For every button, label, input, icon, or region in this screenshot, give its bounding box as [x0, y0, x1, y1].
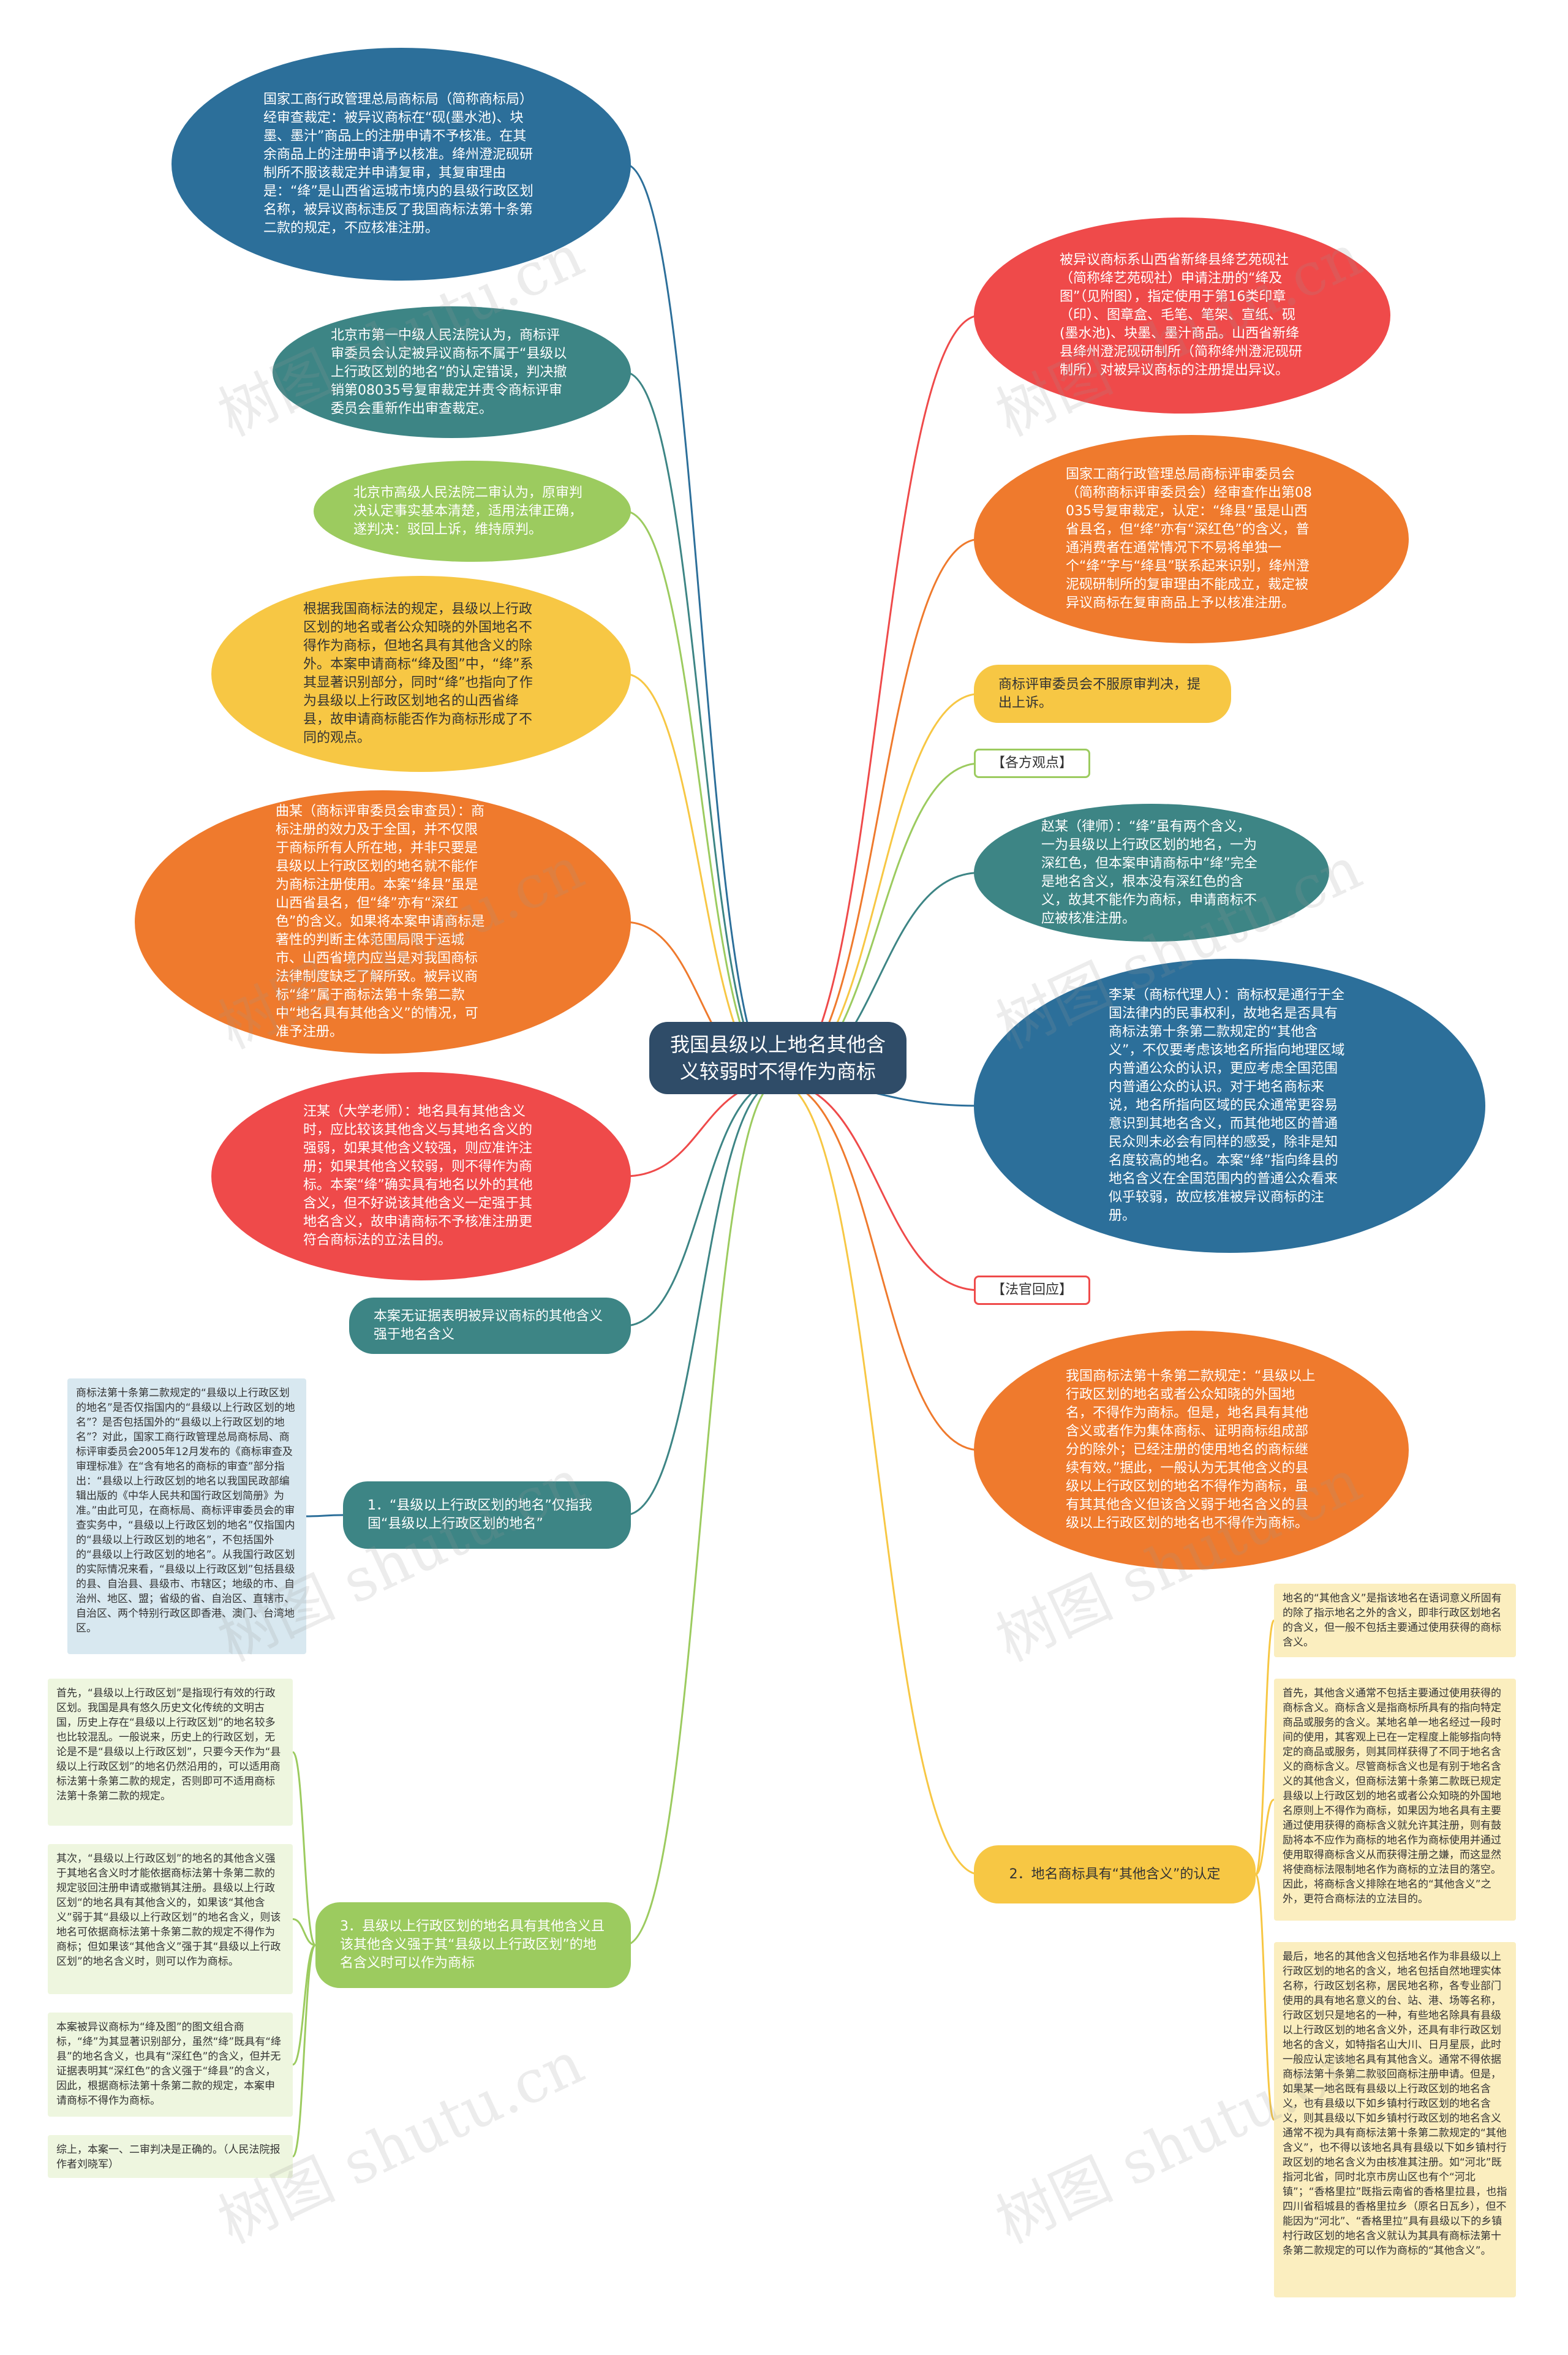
right-node-1[interactable]: 国家工商行政管理总局商标评审委员会（简称商标评审委员会）经审查作出第08035号… [974, 435, 1409, 643]
link-leaf-right-2 [1254, 1873, 1275, 2121]
left-node-0[interactable]: 国家工商行政管理总局商标局（简称商标局）经审查裁定：被异议商标在“砚(墨水池)、… [172, 48, 631, 281]
leaf-left-3: 本案被异议商标为“绛及图”的图文组合商标，“绛”为其显著识别部分，虽然“绛”既具… [48, 2013, 293, 2117]
left-node-6[interactable]: 本案无证据表明被异议商标的其他含义强于地名含义 [349, 1298, 631, 1354]
left-node-5[interactable]: 汪某（大学老师）：地名具有其他含义时，应比较该其他含义与其地名含义的强弱，如果其… [211, 1072, 631, 1280]
right-node-5[interactable]: 李某（商标代理人）：商标权是通行于全国法律内的民事权利，故地名是否具有商标法第十… [974, 959, 1485, 1253]
left-node-3[interactable]: 根据我国商标法的规定，县级以上行政区划的地名或者公众知晓的外国地名不得作为商标，… [211, 576, 631, 772]
tag-judge-response[interactable]: 【法官回应】 [974, 1276, 1090, 1305]
left-node-4[interactable]: 曲某（商标评审委员会审查员）：商标注册的效力及于全国，并不仅限于商标所有人所在地… [135, 790, 631, 1054]
link-right-6 [777, 1081, 981, 1291]
link-right-1 [777, 538, 981, 1083]
link-leaf-left-2 [292, 1918, 316, 1946]
leaf-left-2: 其次，“县级以上行政区划”的地名的其他含义强于其地名含义时才能依据商标法第十条第… [48, 1844, 293, 1994]
tag-viewpoints[interactable]: 【各方观点】 [974, 749, 1090, 778]
link-leaf-left-0 [306, 1514, 344, 1518]
right-node-8[interactable]: 2．地名商标具有“其他含义”的认定 [974, 1845, 1256, 1903]
link-leaf-right-0 [1254, 1619, 1275, 1875]
link-right-0 [777, 314, 981, 1083]
center-topic[interactable]: 我国县级以上地名其他含义较弱时不得作为商标 [649, 1022, 907, 1094]
link-leaf-right-1 [1255, 1799, 1275, 1875]
leaf-right-2: 最后，地名的其他含义包括地名作为非县级以上行政区划的地名的含义，地名包括自然地理… [1274, 1942, 1516, 2297]
link-left-8 [624, 1081, 778, 1946]
link-leaf-left-1 [292, 1751, 317, 1946]
right-node-2[interactable]: 商标评审委员会不服原审判决，提出上诉。 [974, 665, 1231, 723]
leaf-left-1: 首先，“县级以上行政区划”是指现行有效的行政区划。我国是具有悠久历史文化传统的文… [48, 1679, 293, 1826]
right-node-7[interactable]: 我国商标法第十条第二款规定：“县级以上行政区划的地名或者公众知晓的外国地名，不得… [974, 1331, 1409, 1570]
left-node-1[interactable]: 北京市第一中级人民法院认为，商标评审委员会认定被异议商标不属于“县级以上行政区划… [273, 306, 631, 438]
link-left-0 [624, 163, 778, 1083]
leaf-right-1: 首先，其他含义通常不包括主要通过使用获得的商标含义。商标含义是指商标所具有的指向… [1274, 1679, 1516, 1921]
link-left-7 [624, 1081, 778, 1516]
link-left-1 [624, 371, 778, 1083]
leaf-left-4: 综上，本案一、二审判决是正确的。（人民法院报作者刘晓军） [48, 2135, 293, 2178]
link-left-6 [624, 1081, 778, 1327]
left-node-2[interactable]: 北京市高级人民法院二审认为，原审判决认定事实基本清楚，适用法律正确，遂判决：驳回… [314, 461, 631, 562]
left-node-8[interactable]: 3．县级以上行政区划的地名具有其他含义且该其他含义强于其“县级以上行政区划”的地… [315, 1902, 631, 1988]
leaf-right-0: 地名的“其他含义”是指该地名在语词意义所固有的除了指示地名之外的含义，即非行政区… [1274, 1584, 1516, 1657]
left-node-7[interactable]: 1．“县级以上行政区划的地名”仅指我国“县级以上行政区划的地名” [343, 1481, 631, 1549]
link-right-8 [777, 1081, 981, 1875]
right-node-0[interactable]: 被异议商标系山西省新绛县绛艺苑砚社（简称绛艺苑砚社）申请注册的“绛及图”（见附图… [974, 217, 1390, 414]
link-right-7 [777, 1081, 981, 1451]
link-leaf-left-4 [292, 1944, 317, 2158]
link-left-2 [624, 510, 778, 1083]
right-node-4[interactable]: 赵某（律师）：“绛”虽有两个含义，一为县级以上行政区划的地名，一为深红色，但本案… [974, 804, 1329, 942]
leaf-left-0: 商标法第十条第二款规定的“县级以上行政区划的地名”是否仅指国内的“县级以上行政区… [67, 1378, 306, 1654]
